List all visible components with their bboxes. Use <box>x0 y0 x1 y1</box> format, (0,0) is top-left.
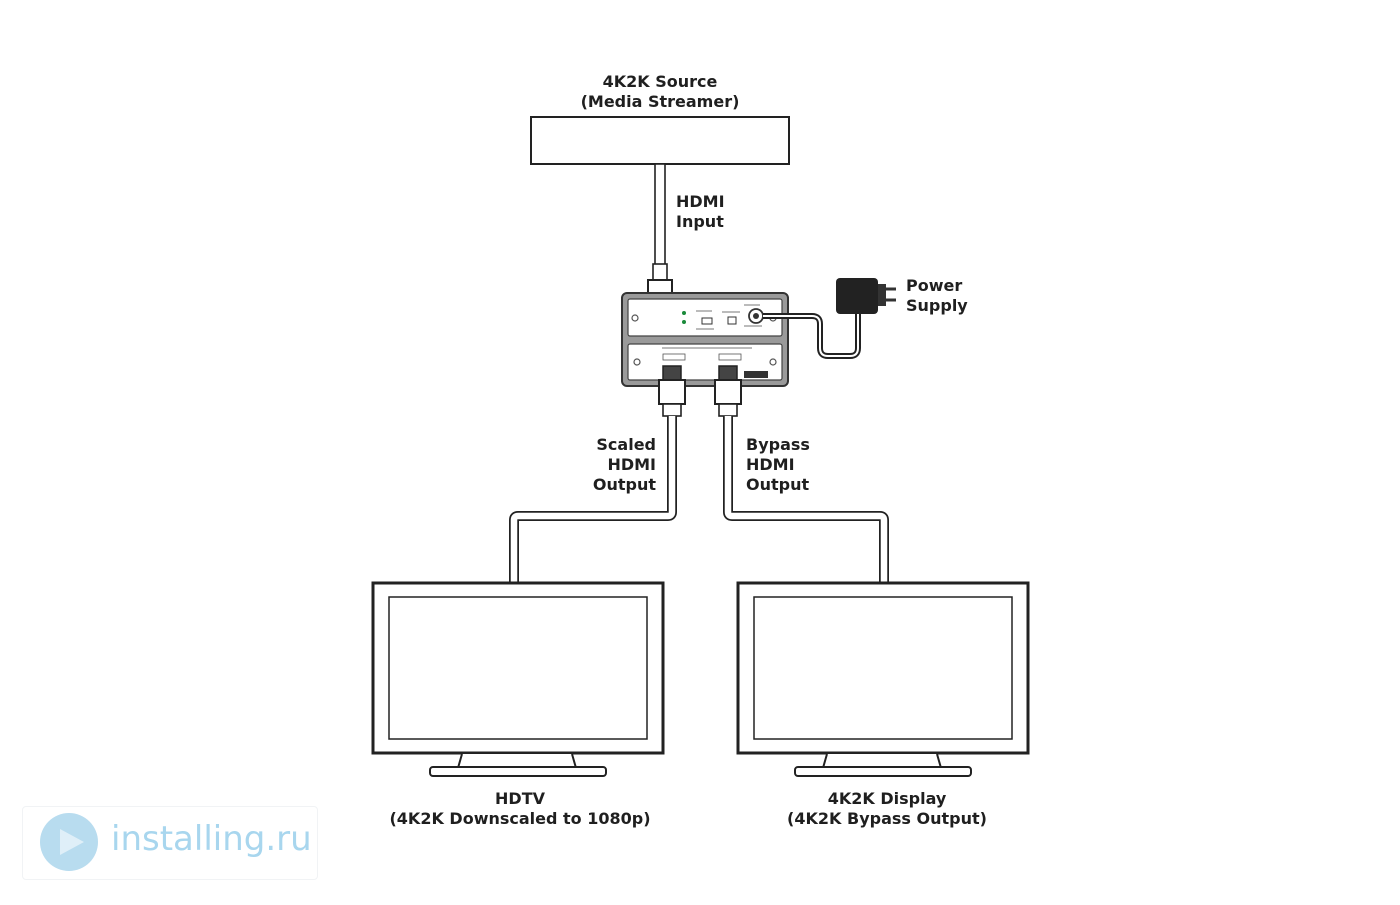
scaler-device <box>621 292 789 387</box>
display-4k-monitor <box>736 581 1030 777</box>
scaled-output-label-line1: Scaled <box>596 435 656 454</box>
power-adapter-icon <box>836 278 896 314</box>
power-cable <box>763 312 861 359</box>
play-triangle-icon <box>40 813 98 871</box>
bypass-output-label-line2: HDMI <box>746 455 795 474</box>
hdtv-label: HDTV (4K2K Downscaled to 1080p) <box>370 789 670 829</box>
scaled-output-label: Scaled HDMI Output <box>560 435 656 495</box>
hdmi-input-label-line2: Input <box>676 212 724 231</box>
power-supply-label: Power Supply <box>906 276 968 316</box>
power-supply-label-line1: Power <box>906 276 963 295</box>
source-label-line2: (Media Streamer) <box>580 92 740 111</box>
hdmi-input-label-line1: HDMI <box>676 192 725 211</box>
scaled-output-label-line2: HDMI <box>607 455 656 474</box>
bypass-output-label-line1: Bypass <box>746 435 810 454</box>
display-4k-label-line1: 4K2K Display <box>827 789 947 808</box>
status-led-icon <box>682 320 686 324</box>
hdmi-input-label: HDMI Input <box>676 192 725 232</box>
scaled-output-label-line3: Output <box>592 475 656 494</box>
power-supply-label-line2: Supply <box>906 296 968 315</box>
hdtv-label-line1: HDTV <box>495 789 545 808</box>
hdtv-label-line2: (4K2K Downscaled to 1080p) <box>389 809 651 828</box>
bypass-output-label: Bypass HDMI Output <box>746 435 810 495</box>
bypass-output-label-line3: Output <box>746 475 810 494</box>
display-4k-label: 4K2K Display (4K2K Bypass Output) <box>737 789 1037 829</box>
display-4k-label-line2: (4K2K Bypass Output) <box>787 809 987 828</box>
source-label: 4K2K Source (Media Streamer) <box>560 72 760 112</box>
source-device-box <box>530 116 790 165</box>
bypass-output-connector <box>714 365 742 417</box>
scaled-output-cable <box>509 416 677 583</box>
watermark-text: installing.ru <box>111 819 312 859</box>
source-label-line1: 4K2K Source <box>602 72 718 91</box>
watermark: installing.ru <box>22 806 318 880</box>
bypass-output-cable <box>723 416 889 583</box>
scaled-output-connector <box>658 365 686 417</box>
status-led-icon <box>682 311 686 315</box>
hdtv-monitor <box>371 581 665 777</box>
